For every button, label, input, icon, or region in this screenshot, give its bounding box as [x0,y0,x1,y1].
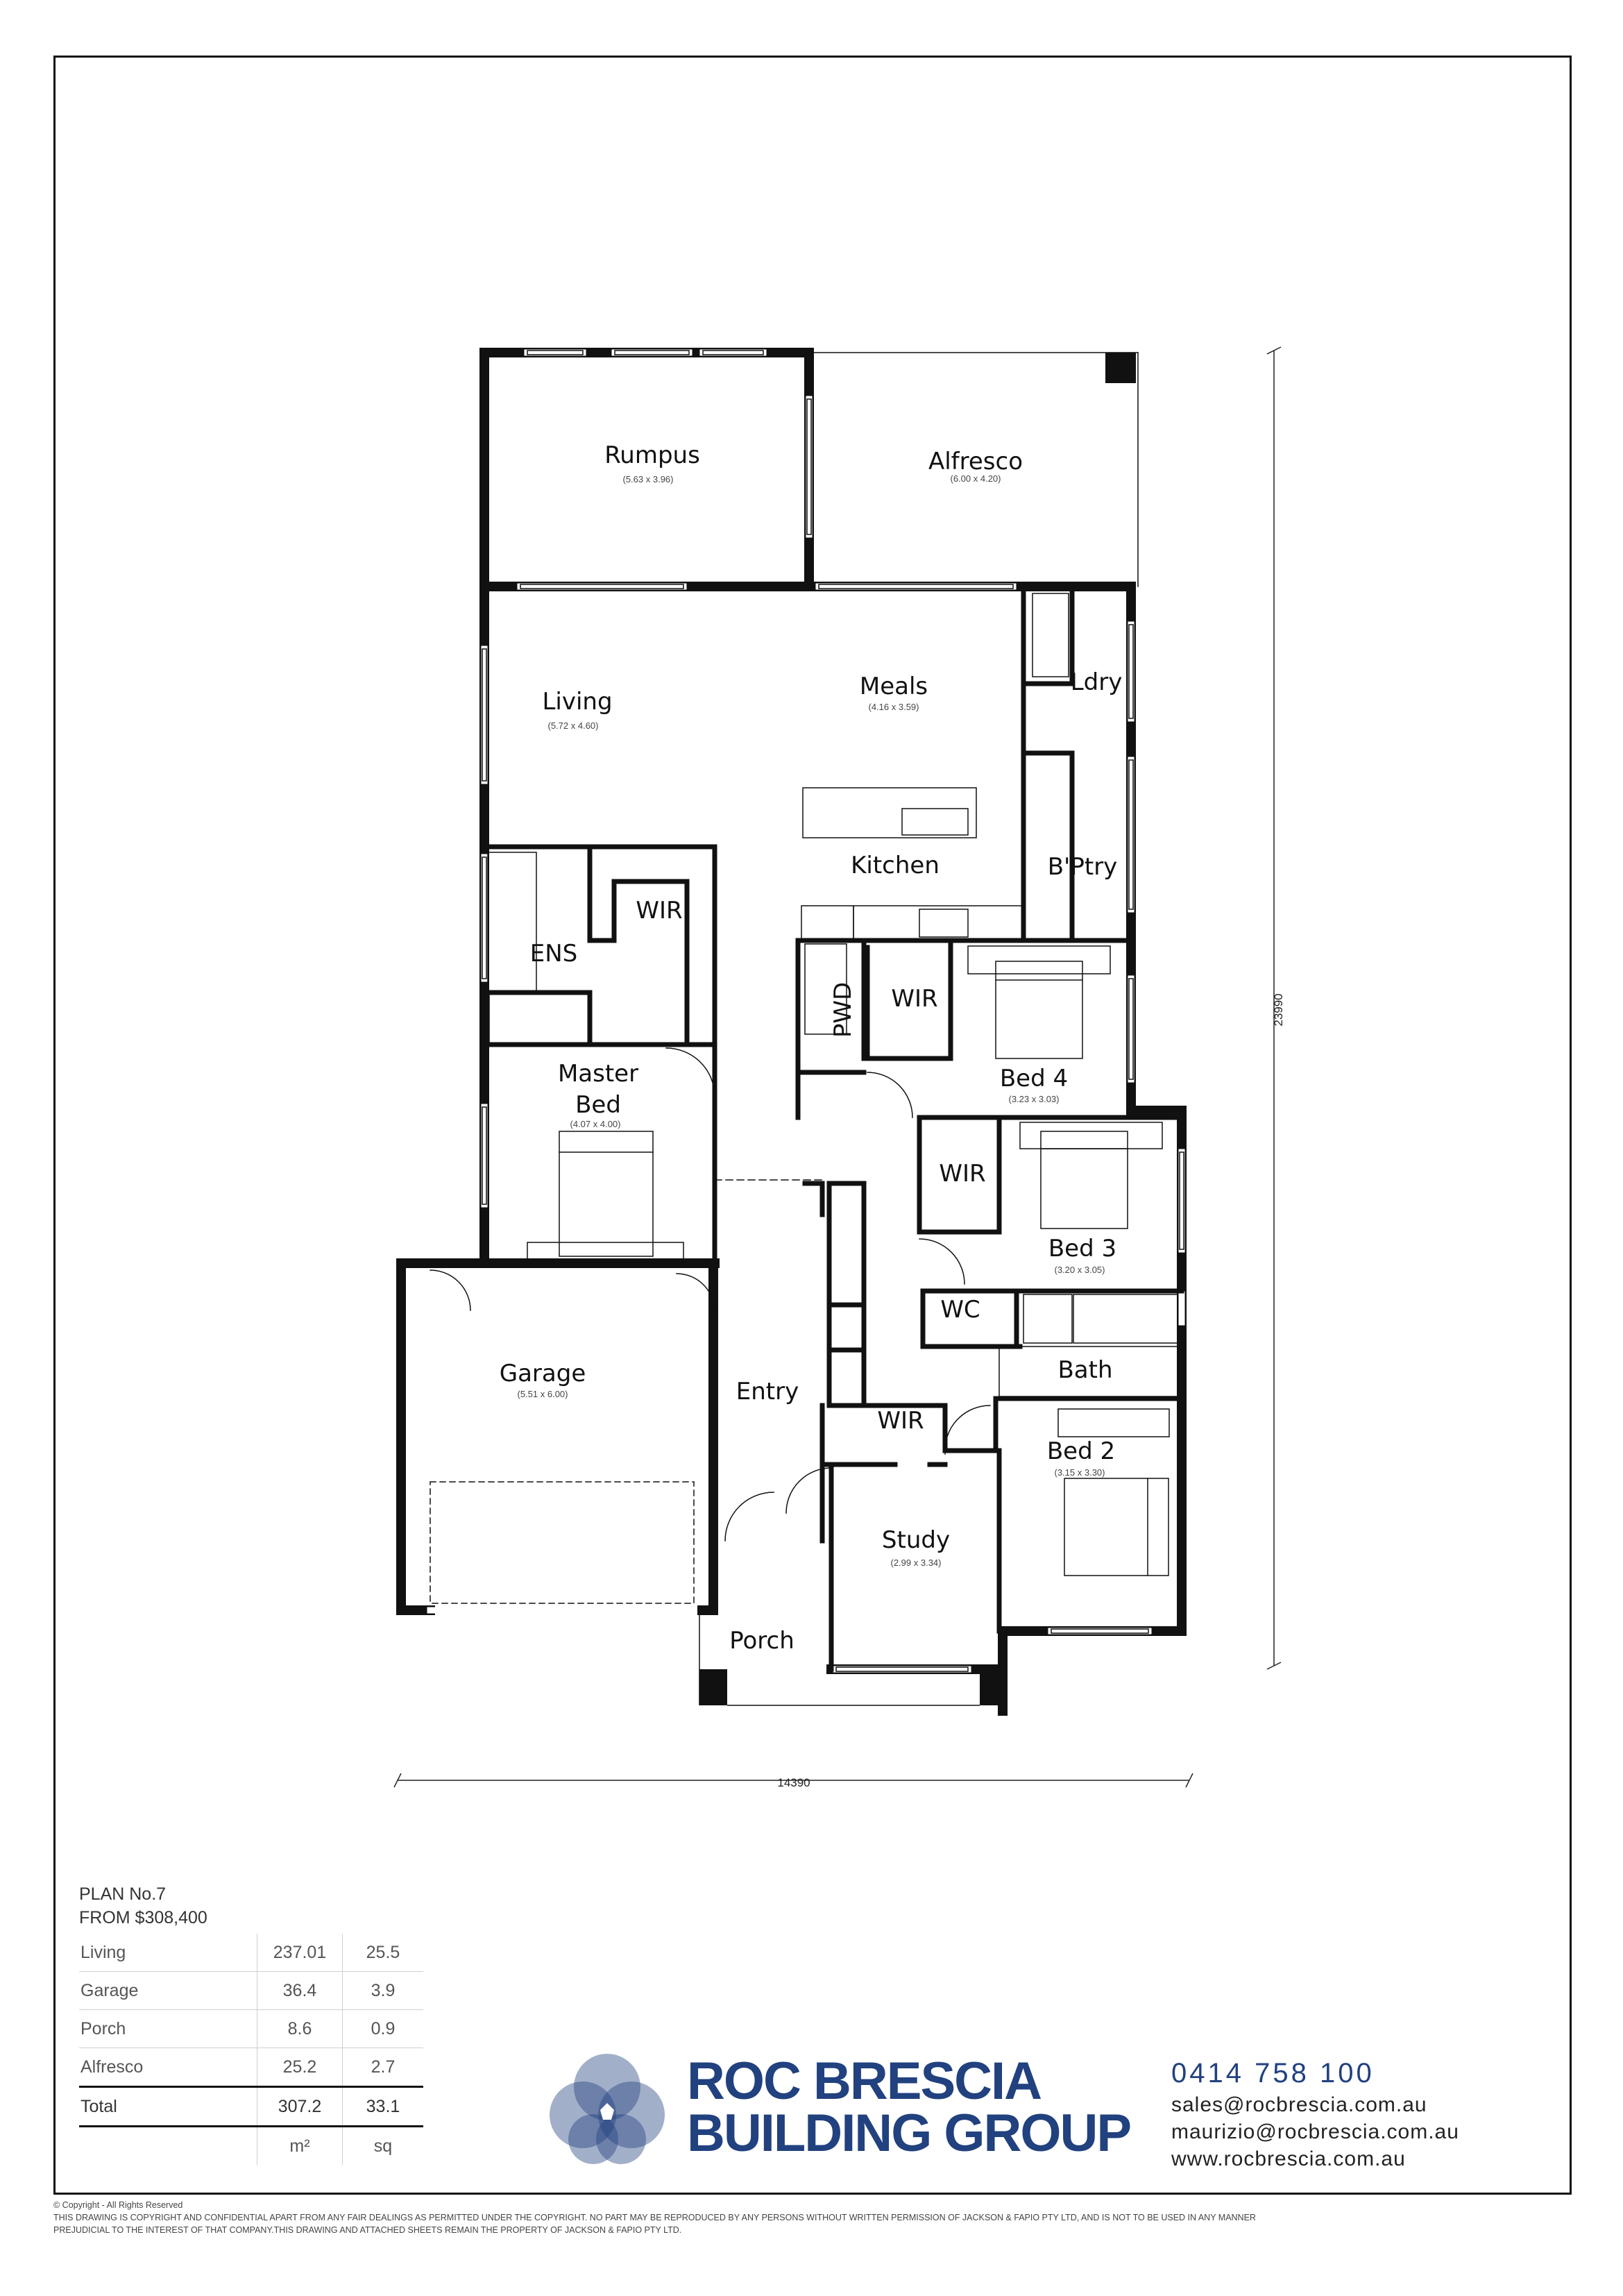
table-row-units: m² sq [79,2126,423,2165]
area-label: Garage [79,1971,257,2010]
plan-number: PLAN No.7 [79,1884,167,1904]
dimension-lines [393,346,1282,1788]
room-label-bed2: Bed 2 [1047,1437,1115,1465]
copyright-line2: THIS DRAWING IS COPYRIGHT AND CONFIDENTI… [53,2213,1256,2222]
contact-email-sales[interactable]: sales@rocbrescia.com.au [1171,2093,1427,2116]
area-sq: 0.9 [342,2009,423,2048]
area-sq: 25.5 [342,1934,423,1972]
area-m2: 8.6 [257,2009,343,2048]
area-sq: 3.9 [342,1971,423,2010]
table-row-total: Total 307.2 33.1 [79,2086,423,2127]
room-label-study: Study [882,1526,950,1554]
overall-width: 14390 [777,1776,810,1789]
copyright-notice: © Copyright - All Rights Reserved THIS D… [53,2199,1572,2236]
alfresco-outline [808,352,1139,587]
porch-post-left [699,1669,727,1705]
room-label-entry: Entry [736,1378,799,1406]
area-label: Living [79,1934,257,1972]
room-dims-garage: (5.51 x 6.00) [518,1389,568,1399]
room-label-meals: Meals [860,673,928,700]
overall-depth: 23990 [1272,993,1285,1026]
copyright-line3: PREJUDICIAL TO THE INTEREST OF THAT COMP… [53,2225,682,2235]
area-m2: 237.01 [257,1934,343,1972]
room-label-master-1: Master [558,1060,638,1088]
room-dims-master: (4.07 x 4.00) [570,1119,621,1129]
room-dims-study: (2.99 x 3.34) [891,1558,942,1568]
total-sq: 33.1 [342,2086,423,2127]
area-m2: 36.4 [257,1971,343,2010]
room-label-ldry: Ldry [1071,668,1123,696]
contact-website[interactable]: www.rocbrescia.com.au [1171,2147,1406,2170]
brand-name-line2: BUILDING GROUP [687,2104,1132,2163]
area-sq: 2.7 [342,2048,423,2087]
room-label-bed3: Bed 3 [1048,1235,1116,1263]
room-label-wir-bed2: WIR [877,1407,924,1435]
copyright-line1: © Copyright - All Rights Reserved [53,2200,183,2210]
room-label-kitchen: Kitchen [851,852,940,879]
area-m2: 25.2 [257,2048,343,2087]
page-border [53,56,1572,2195]
room-dims-meals: (4.16 x 3.59) [869,702,919,712]
room-label-bed4: Bed 4 [1000,1065,1068,1092]
room-dims-bed4: (3.23 x 3.03) [1009,1094,1060,1104]
room-label-master-2: Bed [575,1091,621,1119]
total-label: Total [79,2086,257,2127]
room-label-wc: WC [940,1296,980,1324]
room-label-wir-master: WIR [636,897,682,925]
room-dims-living: (5.72 x 4.60) [548,720,599,731]
room-dims-bed2: (3.15 x 3.30) [1055,1467,1105,1478]
room-label-bptry: B'Ptry [1048,853,1118,881]
room-label-porch: Porch [729,1627,794,1655]
unit-m2: m² [257,2126,343,2165]
table-row: Garage 36.4 3.9 [79,1971,423,2010]
area-label: Porch [79,2009,257,2048]
room-dims-rumpus: (5.63 x 3.96) [623,474,674,484]
total-m2: 307.2 [257,2086,343,2127]
room-label-ens: ENS [530,940,578,968]
plan-info: PLAN No.7 FROM $308,400 [79,1882,207,1930]
plan-price: FROM $308,400 [79,1908,207,1927]
room-label-alfresco: Alfresco [928,448,1023,475]
table-row: Living 237.01 25.5 [79,1934,423,1972]
room-label-living: Living [542,688,612,716]
room-label-wir-bed4: WIR [891,985,937,1013]
area-label: Alfresco [79,2048,257,2087]
unit-sq: sq [373,2136,393,2156]
brand-name-line1: ROC BRESCIA [687,2052,1042,2111]
room-label-wir-bed3: WIR [939,1160,985,1188]
contact-email-maurizio[interactable]: maurizio@rocbrescia.com.au [1171,2120,1459,2143]
brand-logo-icon [550,2054,665,2164]
table-row: Alfresco 25.2 2.7 [79,2048,423,2087]
room-dims-alfresco: (6.00 x 4.20) [951,473,1001,484]
table-row: Porch 8.6 0.9 [79,2009,423,2048]
room-label-bath: Bath [1057,1356,1112,1384]
room-dims-bed3: (3.20 x 3.05) [1055,1265,1105,1275]
area-table: Living 237.01 25.5 Garage 36.4 3.9 Porch… [79,1934,423,2165]
contact-phone[interactable]: 0414 758 100 [1171,2058,1375,2088]
room-label-pwd: PWD [829,982,857,1038]
room-label-garage: Garage [500,1360,586,1387]
room-label-rumpus: Rumpus [604,441,700,469]
porch-post-right [980,1669,1008,1705]
fixtures [430,593,1179,1604]
